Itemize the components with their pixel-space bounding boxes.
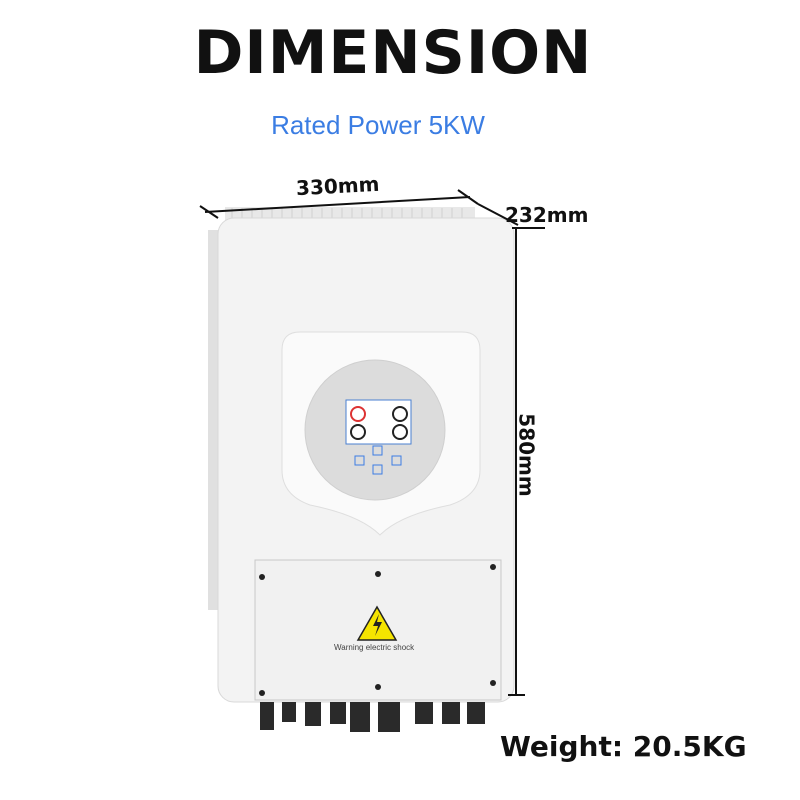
width-dimension: 330mm [295,171,381,201]
warning-label: Warning electric shock [334,643,415,652]
rated-power: Rated Power 5KW [271,110,485,140]
weight-label: Weight: 20.5KG [500,730,747,763]
page-title: DIMENSION [193,18,593,88]
depth-dimension: 232mm [505,203,589,227]
keypad-buttons [354,445,402,475]
dimension-lines [199,189,545,696]
cable-connectors [260,702,485,732]
height-dimension: 580mm [514,413,539,497]
